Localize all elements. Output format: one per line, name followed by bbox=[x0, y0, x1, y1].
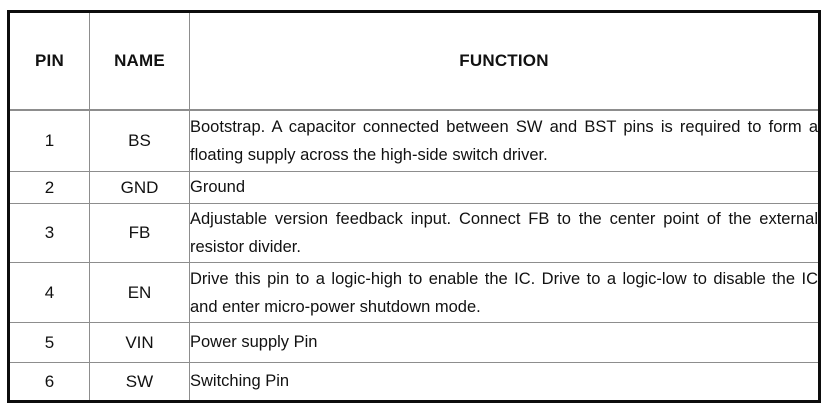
function-text-line: Switching Pin bbox=[190, 372, 290, 391]
function-text-line: Adjustable version feedback input. Conne… bbox=[190, 210, 818, 228]
cell-pin-function: Drive this pin to a logic-high to enable… bbox=[189, 262, 820, 323]
header-row: PIN NAME FUNCTION bbox=[8, 11, 820, 111]
table-body: 1 BS Bootstrap. A capacitor connected be… bbox=[8, 109, 820, 402]
cell-pin-number: 3 bbox=[8, 203, 90, 263]
table-row: 3 FB Adjustable version feedback input. … bbox=[8, 203, 820, 263]
function-text-line: Ground bbox=[190, 178, 246, 197]
cell-pin-function: Adjustable version feedback input. Conne… bbox=[189, 203, 820, 263]
table-row: 1 BS Bootstrap. A capacitor connected be… bbox=[8, 109, 820, 172]
cell-pin-name: VIN bbox=[89, 322, 190, 363]
function-text-line: resistor divider. bbox=[190, 238, 301, 256]
function-text-line: floating supply across the high-side swi… bbox=[190, 146, 548, 164]
table-row: 5 VIN Power supply Pin bbox=[8, 322, 820, 363]
cell-pin-number: 6 bbox=[8, 362, 90, 402]
function-text-line: Bootstrap. A capacitor connected between… bbox=[190, 118, 818, 136]
cell-pin-function: Power supply Pin bbox=[189, 322, 820, 363]
pin-function-table: PIN NAME FUNCTION 1 BS Bootstrap. A capa… bbox=[7, 10, 821, 403]
cell-pin-number: 1 bbox=[8, 109, 90, 172]
cell-pin-number: 2 bbox=[8, 171, 90, 204]
table-row: 4 EN Drive this pin to a logic-high to e… bbox=[8, 262, 820, 323]
cell-pin-name: EN bbox=[89, 262, 190, 323]
column-header-pin: PIN bbox=[8, 11, 90, 111]
column-header-name: NAME bbox=[89, 11, 190, 111]
cell-pin-number: 5 bbox=[8, 322, 90, 363]
function-text-line: and enter micro-power shutdown mode. bbox=[190, 297, 481, 316]
cell-pin-name: GND bbox=[89, 171, 190, 204]
table-row: 6 SW Switching Pin bbox=[8, 362, 820, 402]
cell-pin-number: 4 bbox=[8, 262, 90, 323]
cell-pin-function: Bootstrap. A capacitor connected between… bbox=[189, 109, 820, 172]
cell-pin-name: BS bbox=[89, 109, 190, 172]
function-text-line: Drive this pin to a logic-high to enable… bbox=[190, 269, 818, 288]
cell-pin-function: Ground bbox=[189, 171, 820, 204]
cell-pin-name: SW bbox=[89, 362, 190, 402]
column-header-function: FUNCTION bbox=[189, 11, 820, 111]
cell-pin-name: FB bbox=[89, 203, 190, 263]
table-header: PIN NAME FUNCTION bbox=[8, 11, 820, 111]
cell-pin-function: Switching Pin bbox=[189, 362, 820, 402]
function-text-line: Power supply Pin bbox=[190, 333, 318, 352]
table-row: 2 GND Ground bbox=[8, 171, 820, 204]
